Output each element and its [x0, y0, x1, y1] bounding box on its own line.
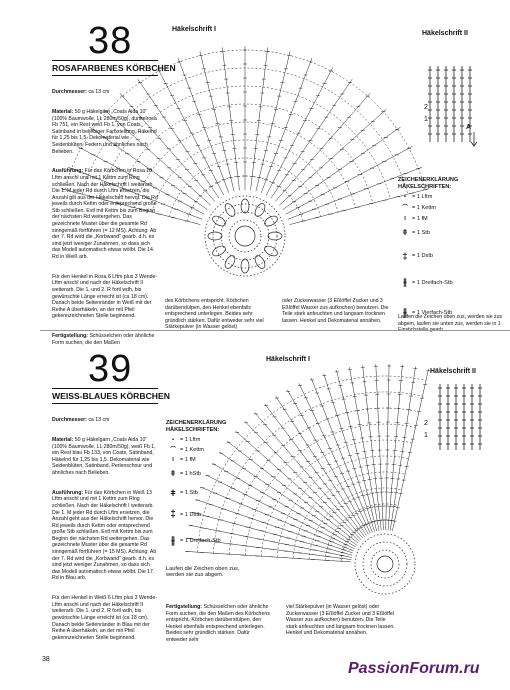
legend-item: ǂ= 1 Stb [170, 487, 198, 498]
legend-item: I= 1 fM [404, 215, 428, 222]
text-para: Ausführung: Für das Körbchen in Weiß 13 … [52, 489, 158, 582]
text-para: Durchmesser: ca 13 cm [52, 89, 110, 96]
legend-item: ⌒= 1 Kettm [402, 204, 437, 211]
legend-item: ǂ= 1 Stb [402, 227, 430, 237]
legend-item: ‡= 1 Dstb [170, 508, 201, 520]
section-divider [40, 330, 510, 331]
handle-diagram-39 [438, 384, 482, 450]
text-para: Material: 50 g Häkelgarn „Coats Aida 10“… [52, 436, 158, 476]
pattern-number-39: 39 [88, 348, 133, 390]
legend-item: ‡= 1 Dstb [402, 250, 433, 261]
legend-item: ⫲= 1 Vierfach-Stb [403, 306, 453, 319]
text-para: Ausführung: Für das Körbchen in Rosa 10 … [52, 168, 160, 261]
pattern-38-bottom-col2: oder Zuckerwasser (3 Eßlöffel Zucker und… [282, 298, 390, 324]
legend-note: Laufen die Zeichen oben zus, werden sie … [166, 565, 240, 579]
row-label-a: A [466, 124, 472, 131]
legend-39: ZEICHENERKLÄRUNG HÄKELSCHRIFTEN: •= 1 Lf… [166, 420, 256, 579]
handle-diagram-38 [428, 66, 478, 147]
chart-heading-39-2: Häkelschrift II [430, 368, 476, 375]
row-label-2: 2 [424, 104, 428, 111]
text-para: Für den Henkel in Weiß 6 Lftm plus 3 Wen… [52, 595, 158, 641]
page-number: 38 [42, 656, 50, 663]
legend-item: ⫲= 1 Dreifach-Stb [403, 276, 453, 288]
legend-item: •= 1 Lftm [172, 436, 201, 443]
crochet-diagram-39 [185, 363, 431, 595]
chart-heading-38-2: Häkelschrift II [422, 30, 468, 37]
text-para: Material: 50 g Häkelgarn „Coats Aida 10“… [52, 108, 159, 155]
chart-heading-39-1: Häkelschrift I [266, 356, 310, 363]
pattern-38-text: Durchmesser: ca 13 cm Material: 50 g Häk… [52, 76, 158, 353]
legend-38: ZEICHENERKLÄRUNG HÄKELSCHRIFTEN: •= 1 Lf… [398, 177, 503, 332]
row-label-1: 1 [424, 432, 428, 439]
text-para: Fertigstellung: Schüsselchen oder ähnlic… [52, 333, 156, 346]
pattern-39-bottom-col1: Fertigstellung: Schüsselchen oder ähnlic… [166, 604, 272, 643]
legend-item: •= 1 Lftm [404, 193, 433, 200]
row-label-2: 2 [424, 420, 428, 427]
pattern-title-38: ROSAFARBENES KÖRBCHEN [52, 60, 176, 76]
pattern-title-39: WEISS-BLAUES KÖRBCHEN [52, 388, 170, 404]
legend-item: ⫲= 1 Dreifach-Stb [171, 534, 221, 547]
legend-title: ZEICHENERKLÄRUNG HÄKELSCHRIFTEN: [166, 420, 227, 433]
text-para: Durchmesser: ca 13 cm [52, 417, 110, 424]
chart-heading-38-1: Häkelschrift I [172, 26, 216, 33]
pattern-38-bottom-col1: des Körbchens entspricht. Körbchen darüb… [165, 298, 266, 331]
text-para: Für den Henkel in Rosa 6 Lftm plus 3 Wen… [52, 273, 158, 320]
pattern-number-38: 38 [88, 20, 133, 62]
pattern-39-text: Durchmesser: ca 13 cm Material: 50 g Häk… [52, 404, 158, 648]
legend-title: ZEICHENERKLÄRUNG HÄKELSCHRIFTEN: [398, 177, 459, 190]
pattern-39-bottom-col2: viel Stärkepulver (in Wasser gelöst) ode… [286, 604, 397, 637]
crochet-diagram-38 [60, 46, 430, 277]
row-label-1: 1 [424, 116, 428, 123]
legend-item: ⌒= 1 Kettm [170, 446, 205, 453]
watermark: PassionForum.ru [348, 660, 480, 677]
legend-item: ǂ= 1 hStb [170, 468, 201, 478]
legend-item: I= 1 fM [172, 456, 196, 463]
